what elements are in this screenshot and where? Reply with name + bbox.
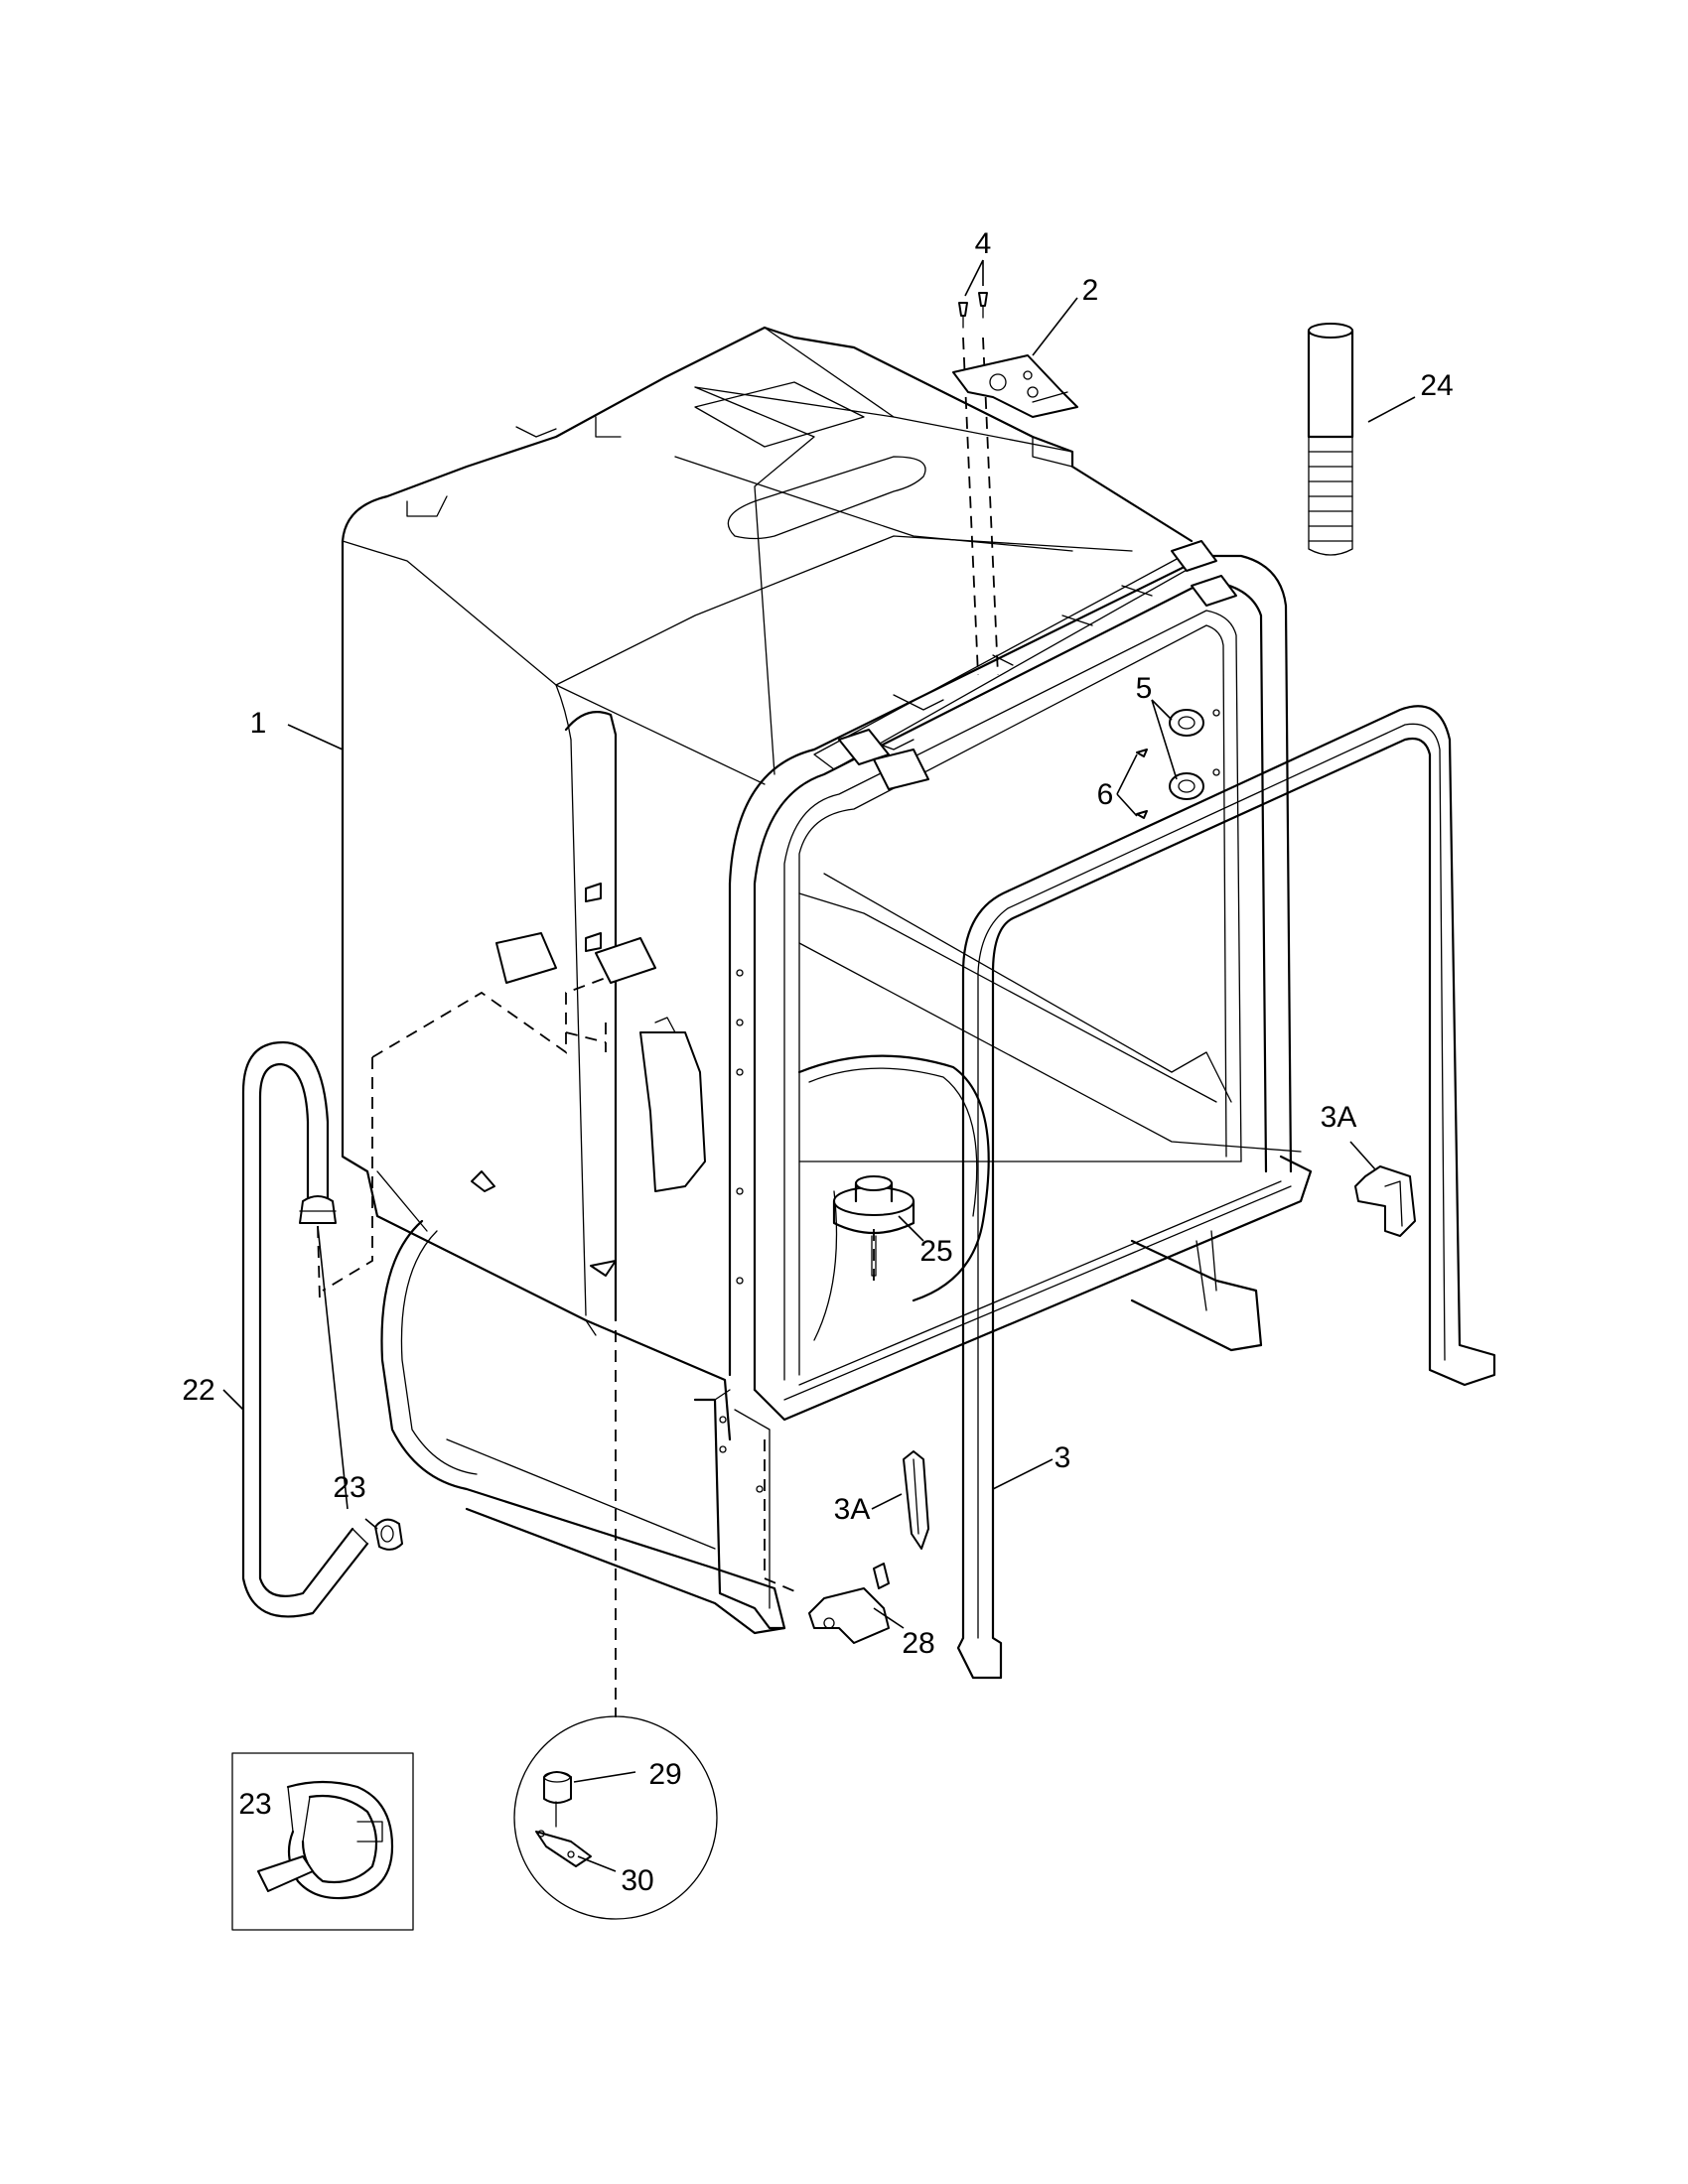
callout-22: 22 (182, 1374, 214, 1407)
callout-3a-left: 3A (834, 1493, 871, 1526)
callout-24: 24 (1420, 369, 1453, 402)
float-switch (808, 1563, 890, 1644)
door-gasket (956, 705, 1496, 1680)
callout-23: 23 (333, 1471, 365, 1504)
callout-3a-right: 3A (1321, 1101, 1357, 1134)
callout-1: 1 (250, 707, 267, 740)
roller-screws (1136, 749, 1148, 819)
screws (958, 292, 988, 329)
callout-2: 2 (1082, 274, 1099, 307)
tub-assembly (322, 326, 1313, 1635)
callout-4: 4 (975, 227, 992, 260)
callout-29: 29 (648, 1758, 681, 1791)
clamp-axis-line (317, 1225, 321, 1301)
callout-labels: 1 2 3 3A 3A 4 5 6 22 23 23 24 25 28 29 3… (182, 227, 1453, 1897)
callout-30: 30 (621, 1864, 653, 1897)
callout-28: 28 (902, 1627, 934, 1660)
gasket-clip-left (903, 1450, 929, 1550)
fill-tube (1307, 323, 1354, 556)
leader-lines (222, 259, 1416, 1872)
hose-clamp (374, 1518, 403, 1551)
bumper-detail-circle (513, 1715, 718, 1920)
rollers (1169, 709, 1220, 800)
screw-axis-line (962, 337, 979, 676)
gasket-clip-right (1354, 1165, 1416, 1237)
callout-6: 6 (1097, 778, 1114, 811)
screw-axis-line (982, 337, 999, 676)
switch-axis-line (764, 1439, 800, 1594)
float (832, 1175, 915, 1277)
callout-5: 5 (1136, 672, 1153, 705)
clamp-detail-box (231, 1752, 414, 1931)
drain-hose (241, 1040, 369, 1618)
callout-3: 3 (1055, 1441, 1071, 1474)
mounting-bracket (952, 354, 1078, 418)
callout-23-detail: 23 (238, 1788, 271, 1821)
callout-25: 25 (919, 1235, 952, 1268)
